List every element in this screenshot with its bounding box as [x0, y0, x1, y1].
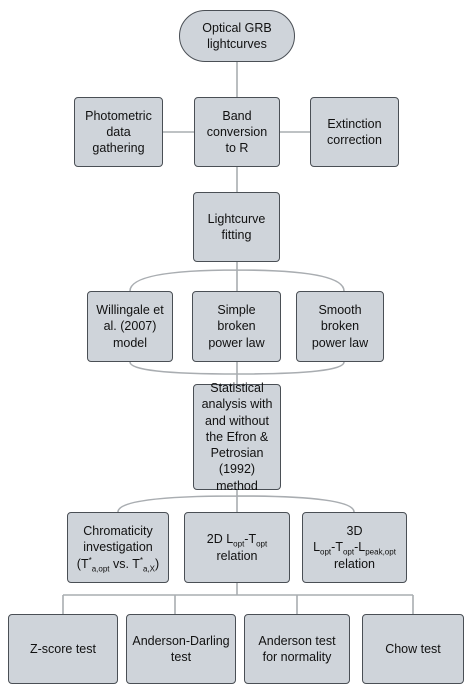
rel3d-line1: 3D — [346, 524, 363, 539]
node-optical-grb-lightcurves: Optical GRB lightcurves — [179, 10, 295, 62]
connector-test-branch — [62, 583, 414, 614]
node-statistical-analysis: Statistical analysis with and without th… — [193, 381, 281, 493]
node-simple-broken-power-law: Simple broken power law — [192, 291, 281, 362]
node-lightcurve-fitting: Lightcurve fitting — [193, 192, 280, 262]
node-3d-relation: 3D Lopt-Topt-Lpeak,opt relation — [302, 512, 407, 583]
node-extinction-correction: Extinction correction — [310, 97, 399, 167]
node-band-conversion: Band conversion to R — [194, 97, 280, 167]
node-photometric-data-gathering: Photometric data gathering — [74, 97, 163, 167]
node-smooth-broken-power-law: Smooth broken power law — [296, 291, 384, 362]
connector-statistical-branch — [117, 490, 355, 513]
rel3d-label: relation — [334, 556, 375, 571]
connector-branch-statistical — [129, 361, 345, 384]
node-z-score-test: Z-score test — [8, 614, 118, 684]
chromaticity-formula: (T*a,opt vs. T*a,X) — [76, 555, 160, 574]
chromaticity-line1: Chromaticity — [83, 524, 153, 539]
node-anderson-darling-test: Anderson-Darling test — [126, 614, 236, 684]
node-anderson-normality-test: Anderson test for normality — [244, 614, 350, 684]
node-2d-relation: 2D Lopt-Topt relation — [184, 512, 290, 583]
rel3d-formula: Lopt-Topt-Lpeak,opt — [313, 540, 396, 557]
rel2d-formula: 2D Lopt-Topt — [206, 532, 268, 549]
chromaticity-line2: investigation — [83, 540, 153, 555]
node-chow-test: Chow test — [362, 614, 464, 684]
rel2d-label: relation — [216, 548, 258, 563]
node-willingale-model: Willingale et al. (2007) model — [87, 291, 173, 362]
connector-lightcurve-branch — [129, 262, 345, 292]
node-chromaticity-investigation: Chromaticity investigation (T*a,opt vs. … — [67, 512, 169, 583]
